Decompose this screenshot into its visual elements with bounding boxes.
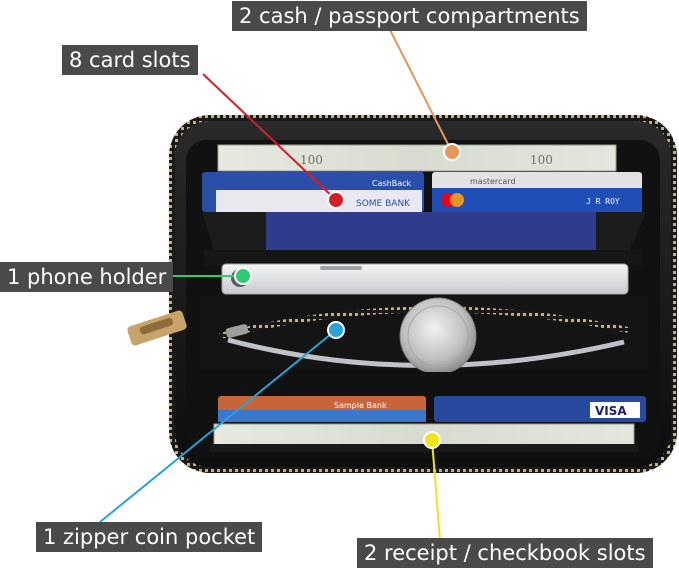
callout-card-slots: 8 card slots xyxy=(62,45,198,75)
card-holder-name: J R ROY xyxy=(586,197,620,206)
svg-text:100: 100 xyxy=(300,153,323,167)
zipper-pull xyxy=(127,310,187,346)
callout-dots xyxy=(234,143,461,449)
svg-text:100: 100 xyxy=(530,153,553,167)
dot-cash xyxy=(443,143,461,161)
receipt-slots xyxy=(210,423,638,452)
card-bank-name: SOME BANK xyxy=(356,199,411,209)
dot-phone xyxy=(234,267,252,285)
leader-line-cards xyxy=(202,73,337,201)
silver-coin xyxy=(399,297,477,375)
dot-receipt xyxy=(423,431,441,449)
card-brand-mastercard: mastercard xyxy=(470,177,516,186)
coin-pocket xyxy=(200,296,648,375)
visa-logo: VISA xyxy=(595,404,627,418)
phone-holder xyxy=(204,250,642,295)
callout-coin-pocket: 1 zipper coin pocket xyxy=(36,522,263,552)
lower-card-slots: Sample Bank VISA xyxy=(206,372,646,422)
callout-cash-compartments: 2 cash / passport compartments xyxy=(232,1,587,31)
card-brand-cashback: CashBack xyxy=(372,179,412,188)
callout-lines xyxy=(99,29,453,541)
callout-phone-holder: 1 phone holder xyxy=(0,262,174,292)
leader-line-coin xyxy=(99,329,337,523)
leader-line-cash xyxy=(389,29,453,153)
upper-card-slots: CashBack SOME BANK mastercard J R ROY xyxy=(202,172,646,250)
callout-receipt-slots: 2 receipt / checkbook slots xyxy=(357,538,653,568)
leader-line-receipt xyxy=(431,439,441,541)
lower-card-brand: Sample Bank xyxy=(334,401,387,410)
cash-bills: 100 100 xyxy=(217,144,617,172)
dot-coin xyxy=(327,321,345,339)
dot-cards xyxy=(327,191,345,209)
